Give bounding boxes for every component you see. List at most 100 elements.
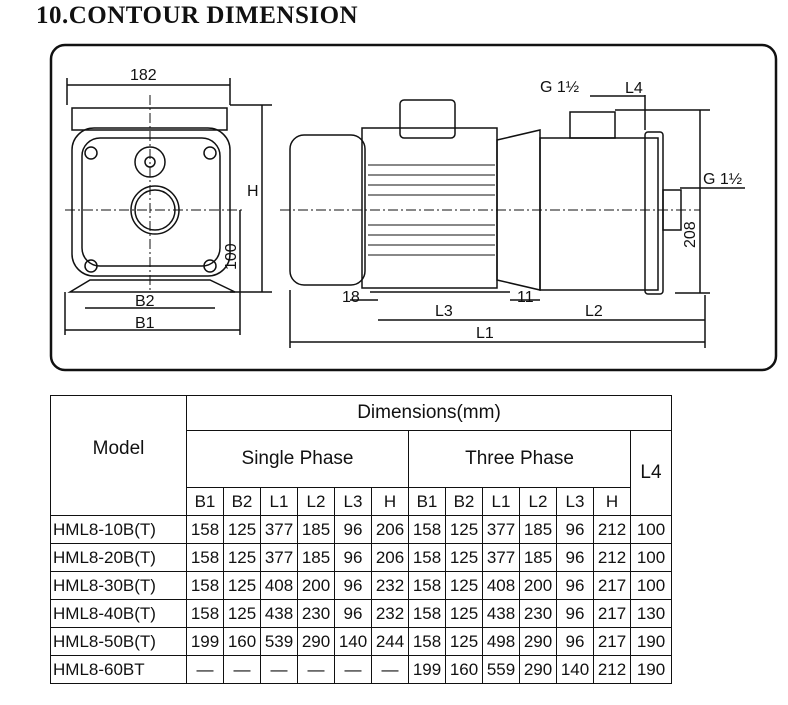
dim-100: 100 xyxy=(223,243,240,270)
value-cell: 190 xyxy=(630,627,672,656)
dim-L2: L2 xyxy=(585,303,603,320)
dim-208: 208 xyxy=(682,221,699,248)
value-cell: 212 xyxy=(593,515,631,544)
value-cell: 100 xyxy=(630,515,672,544)
value-cell: 125 xyxy=(223,599,261,628)
value-cell: 158 xyxy=(408,599,446,628)
dim-L3: L3 xyxy=(435,303,453,320)
value-cell: 160 xyxy=(445,655,483,684)
value-cell: 244 xyxy=(371,627,409,656)
dim-B2: B2 xyxy=(135,293,155,310)
value-cell: 125 xyxy=(445,599,483,628)
value-cell: 96 xyxy=(334,599,372,628)
value-cell: 158 xyxy=(408,571,446,600)
value-cell: 212 xyxy=(593,543,631,572)
value-cell: 158 xyxy=(408,543,446,572)
column-header: L3 xyxy=(334,487,372,516)
value-cell: 199 xyxy=(186,627,224,656)
value-cell: 140 xyxy=(556,655,594,684)
value-cell: 158 xyxy=(408,627,446,656)
column-header: B1 xyxy=(408,487,446,516)
dim-L4: L4 xyxy=(625,80,643,97)
dimensions-header: Dimensions(mm) xyxy=(186,395,672,431)
value-cell: 377 xyxy=(260,515,298,544)
drawing-frame xyxy=(49,43,778,372)
value-cell: 199 xyxy=(408,655,446,684)
value-cell: 125 xyxy=(445,627,483,656)
value-cell: 125 xyxy=(445,543,483,572)
model-cell: HML8-60BT xyxy=(50,655,187,684)
value-cell: 498 xyxy=(482,627,520,656)
l4-header: L4 xyxy=(630,430,672,516)
value-cell: 158 xyxy=(186,543,224,572)
model-header: Model xyxy=(50,395,187,516)
value-cell: 232 xyxy=(371,599,409,628)
value-cell: 130 xyxy=(630,599,672,628)
value-cell: 377 xyxy=(482,515,520,544)
value-cell: 96 xyxy=(334,571,372,600)
value-cell: 125 xyxy=(445,571,483,600)
side-view xyxy=(280,95,745,348)
dim-L1: L1 xyxy=(476,325,494,342)
dimension-table: Model Dimensions(mm) Single Phase Three … xyxy=(50,395,672,684)
dim-H: H xyxy=(247,183,259,200)
value-cell: 559 xyxy=(482,655,520,684)
value-cell: 96 xyxy=(556,515,594,544)
value-cell: 158 xyxy=(186,515,224,544)
value-cell: 230 xyxy=(519,599,557,628)
value-cell: 408 xyxy=(260,571,298,600)
value-cell: 96 xyxy=(556,571,594,600)
value-cell: 125 xyxy=(223,515,261,544)
value-cell: — xyxy=(260,655,298,684)
page-title: 10.CONTOUR DIMENSION xyxy=(36,2,359,29)
value-cell: 232 xyxy=(371,571,409,600)
inlet-thread-label: G 1½ xyxy=(540,79,579,96)
single-phase-header: Single Phase xyxy=(186,430,409,488)
value-cell: 290 xyxy=(519,627,557,656)
value-cell: 438 xyxy=(482,599,520,628)
dim-182: 182 xyxy=(130,67,157,84)
column-header: L1 xyxy=(482,487,520,516)
value-cell: 160 xyxy=(223,627,261,656)
value-cell: — xyxy=(186,655,224,684)
value-cell: 190 xyxy=(630,655,672,684)
value-cell: 438 xyxy=(260,599,298,628)
value-cell: 217 xyxy=(593,627,631,656)
value-cell: 290 xyxy=(519,655,557,684)
value-cell: 212 xyxy=(593,655,631,684)
value-cell: 125 xyxy=(445,515,483,544)
value-cell: — xyxy=(334,655,372,684)
value-cell: 377 xyxy=(260,543,298,572)
value-cell: 200 xyxy=(519,571,557,600)
column-header: B2 xyxy=(223,487,261,516)
value-cell: 185 xyxy=(519,543,557,572)
value-cell: 96 xyxy=(334,515,372,544)
value-cell: 158 xyxy=(186,571,224,600)
column-header: L1 xyxy=(260,487,298,516)
value-cell: 158 xyxy=(408,515,446,544)
value-cell: 140 xyxy=(334,627,372,656)
value-cell: 125 xyxy=(223,571,261,600)
value-cell: 100 xyxy=(630,571,672,600)
value-cell: 217 xyxy=(593,571,631,600)
model-cell: HML8-50B(T) xyxy=(50,627,187,656)
column-header: H xyxy=(593,487,631,516)
value-cell: 377 xyxy=(482,543,520,572)
column-header: L3 xyxy=(556,487,594,516)
dim-18: 18 xyxy=(342,289,360,306)
value-cell: — xyxy=(371,655,409,684)
front-view xyxy=(64,78,272,335)
column-header: B2 xyxy=(445,487,483,516)
outlet-thread-label: G 1½ xyxy=(703,171,742,188)
value-cell: 125 xyxy=(223,543,261,572)
value-cell: 185 xyxy=(519,515,557,544)
value-cell: 206 xyxy=(371,543,409,572)
value-cell: 100 xyxy=(630,543,672,572)
model-cell: HML8-40B(T) xyxy=(50,599,187,628)
dim-B1: B1 xyxy=(135,315,155,332)
